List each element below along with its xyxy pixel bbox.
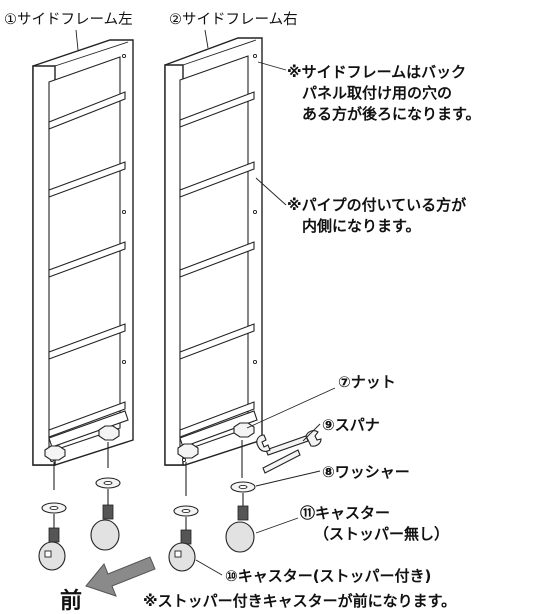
washer-icon [41, 477, 121, 514]
label-caster-stopper: ⑩キャスター(ストッパー付き) [225, 567, 431, 585]
label-left-frame: ①サイドフレーム左 [4, 11, 133, 28]
label-caster-no-stopper-line2: （ストッパー無し） [314, 525, 449, 543]
nut-icon [44, 425, 120, 461]
label-spanner: ⑨スパナ [322, 416, 380, 434]
label-right-frame: ②サイドフレーム右 [169, 11, 298, 28]
note-back-line1: ※サイドフレームはバック [287, 63, 466, 81]
note-back-line3: ある方が後ろになります。 [302, 105, 481, 123]
side-frame-right [164, 37, 263, 466]
note-pipe-line2: 内側になります。 [302, 217, 421, 235]
label-front: 前 [60, 588, 82, 614]
note-pipe-line1: ※パイプの付いている方が [287, 196, 467, 214]
caster-icon [168, 493, 255, 572]
nut-icon [177, 422, 255, 459]
caster-icon [38, 489, 120, 571]
side-frame-left [32, 39, 134, 466]
spanner-icon [256, 430, 322, 474]
label-caster-no-stopper-line1: ⑪キャスター [300, 504, 390, 522]
label-nut: ⑦ナット [338, 373, 396, 391]
label-washer: ⑧ワッシャー [322, 463, 410, 481]
arrow-front-icon [85, 556, 156, 597]
note-front: ※ストッパー付きキャスターが前になります。 [143, 592, 456, 610]
leader-lines [75, 29, 336, 576]
washer-icon [173, 481, 256, 517]
note-back-line2: パネル取付け用の穴の [302, 84, 452, 102]
